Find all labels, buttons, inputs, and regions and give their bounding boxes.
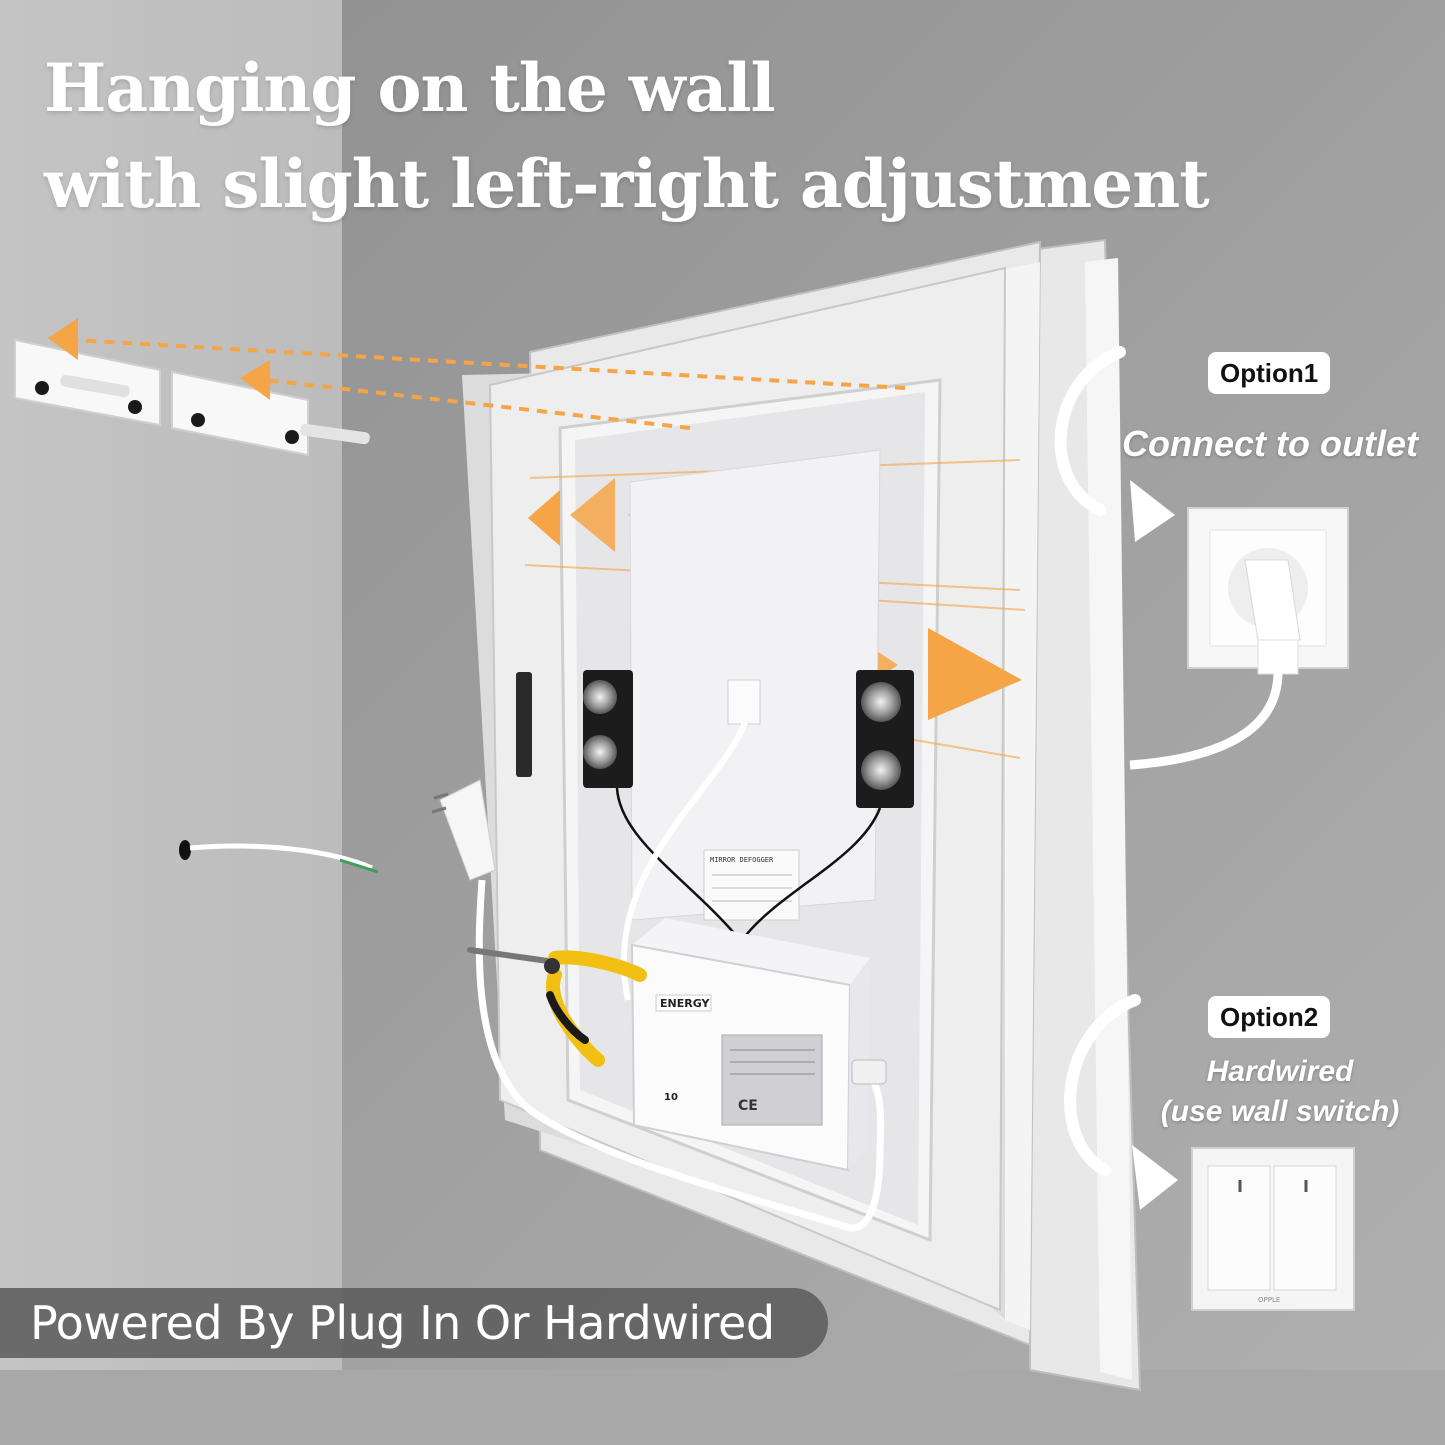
bottom-banner: Powered By Plug In Or Hardwired <box>0 1288 828 1358</box>
bottom-banner-text: Powered By Plug In Or Hardwired <box>30 1296 775 1350</box>
title-line-2: with slight left-right adjustment <box>44 145 1210 223</box>
wall-bracket-left <box>14 338 161 427</box>
power-cord <box>475 879 885 1232</box>
option2-description: Hardwired (use wall switch) <box>1130 1052 1430 1132</box>
switch-brand-text: OPPLE <box>1258 1296 1280 1304</box>
option1-badge: Option1 <box>1208 352 1331 394</box>
option2-description-line2: (use wall switch) <box>1160 1095 1400 1128</box>
slide-arrow-top <box>48 318 906 390</box>
connector-clip <box>727 679 761 725</box>
speaker-left <box>583 670 633 788</box>
wire-cutter-pliers <box>467 947 647 1067</box>
option2-description-line1: Hardwired <box>1206 1055 1354 1088</box>
svg-text:CE: CE <box>738 1098 758 1114</box>
direction-arrow-icon <box>528 490 560 546</box>
curved-arrow-icon <box>1054 346 1175 542</box>
floor-shadow <box>0 1370 1445 1445</box>
wall-wire <box>179 840 379 874</box>
white-internal-cable <box>620 720 748 1001</box>
speaker-right <box>856 670 914 808</box>
option2-badge: Option2 <box>1208 996 1331 1038</box>
wall-outlet-icon <box>1129 507 1349 770</box>
box-number-text: 10 <box>664 1092 678 1103</box>
defogger-label-text: MIRROR DEFOGGER <box>710 856 774 864</box>
curved-arrow-icon <box>1064 994 1178 1210</box>
direction-arrow-icon <box>928 628 1022 720</box>
cable-gland <box>851 1059 887 1085</box>
speaker-cables <box>615 787 882 941</box>
direction-arrow-icon <box>570 478 615 552</box>
wall-switch-icon: OPPLE <box>1191 1147 1355 1311</box>
option1-description: Connect to outlet <box>1122 423 1418 464</box>
speaker-left-partial <box>516 672 532 777</box>
box-brand-text: ENERGY <box>660 997 710 1010</box>
slide-arrow-bottom <box>240 360 691 430</box>
title-line-1: Hanging on the wall <box>44 49 776 127</box>
page-title: Hanging on the wall with slight left-rig… <box>44 40 1344 232</box>
power-plug <box>431 779 496 881</box>
control-box: ENERGY 10 CE <box>630 918 870 1172</box>
